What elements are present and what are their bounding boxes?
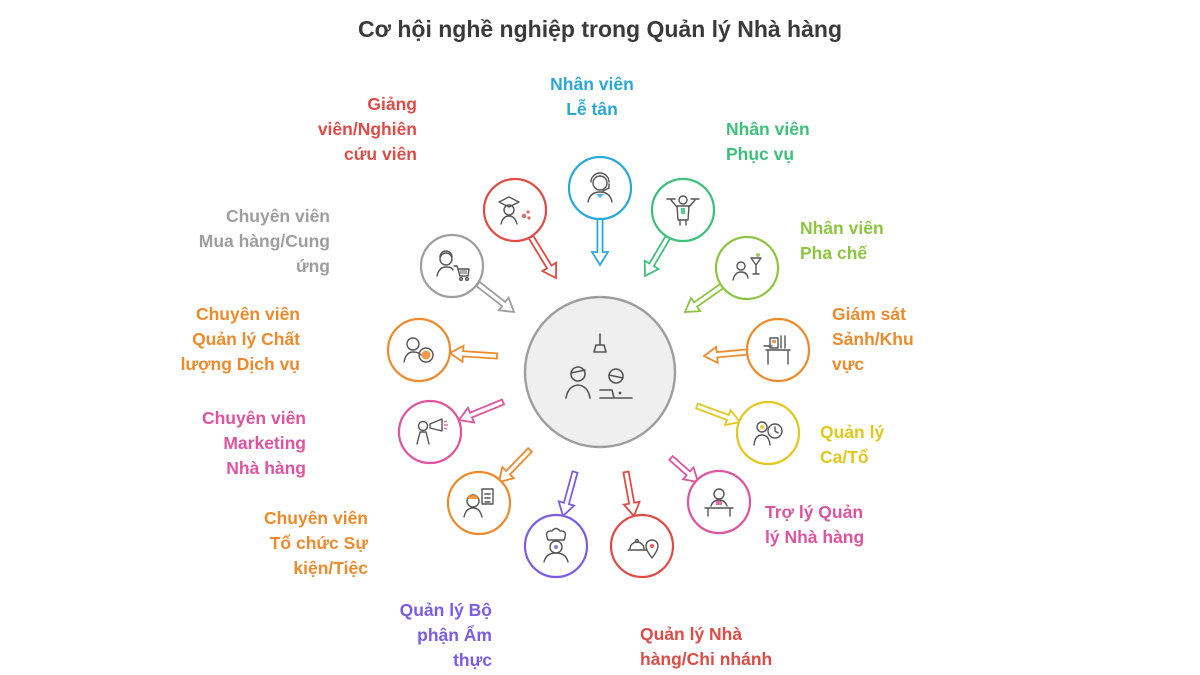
node-shift-manager xyxy=(694,400,801,466)
node-label-line: Giảng xyxy=(367,94,417,114)
node-reception xyxy=(567,155,633,267)
node-lecturer xyxy=(482,177,558,280)
node-label-line: Giám sát xyxy=(832,304,906,324)
node-label-lecturer: Giảng viên/Nghiên cứu viên xyxy=(247,92,417,167)
receptionist-headset-icon xyxy=(587,172,613,203)
node-label-line: Nhân viên xyxy=(550,74,634,94)
node-circle xyxy=(397,399,463,465)
arrow-floor-supervisor xyxy=(702,345,750,365)
node-label-reception: Nhân viên Lễ tân xyxy=(507,72,677,122)
node-service xyxy=(643,177,716,278)
node-culinary-manager xyxy=(523,470,589,579)
chef-icon xyxy=(543,527,569,563)
arrow-quality xyxy=(448,344,499,364)
node-label-line: Chuyên viên xyxy=(201,408,306,428)
node-quality xyxy=(386,317,499,383)
node-label-line: viên/Nghiên xyxy=(317,119,417,139)
node-label-line: Chuyên viên xyxy=(263,508,368,528)
arrow-marketing xyxy=(457,398,506,424)
node-label-line: Trợ lý Quản xyxy=(765,502,864,522)
arrow-service xyxy=(643,234,672,278)
cloche-location-icon xyxy=(627,538,659,559)
node-label-culinary-manager: Quản lý Bộ phận Ẩm thực xyxy=(322,598,492,673)
node-bartender xyxy=(683,235,780,313)
node-label-line: Mua hàng/Cung xyxy=(198,231,330,251)
node-label-line: Nhân viên xyxy=(800,218,884,238)
node-label-event-planner: Chuyên viên Tổ chức Sự kiện/Tiệc xyxy=(198,506,368,581)
node-label-line: Marketing xyxy=(223,433,306,453)
node-label-assistant-manager: Trợ lý Quản lý Nhà hàng xyxy=(765,500,935,550)
node-circle xyxy=(419,233,485,299)
arrow-shift-manager xyxy=(694,402,742,427)
node-circle xyxy=(482,177,548,243)
node-circle xyxy=(567,155,633,221)
arrow-culinary-manager xyxy=(557,470,579,518)
arrow-event-planner xyxy=(497,446,534,484)
page-title: Cơ hội nghề nghiệp trong Quản lý Nhà hàn… xyxy=(358,16,842,42)
node-event-planner xyxy=(446,446,534,536)
megaphone-icon xyxy=(416,418,448,445)
graduate-icon xyxy=(498,196,531,225)
node-label-line: Quản lý Bộ xyxy=(399,600,492,620)
node-label-line: Quản lý Nhà xyxy=(640,624,743,644)
shopping-cart-icon xyxy=(436,250,470,281)
node-label-line: vực xyxy=(832,354,865,374)
assistant-desk-icon xyxy=(704,488,734,517)
node-branch-manager xyxy=(609,470,675,579)
arrow-branch-manager xyxy=(622,470,641,518)
node-label-line: Sảnh/Khu xyxy=(832,329,914,349)
node-label-line: lý Nhà hàng xyxy=(765,527,865,547)
node-label-line: cứu viên xyxy=(344,144,417,164)
node-label-line: Phục vụ xyxy=(726,144,795,164)
arrow-assistant-manager xyxy=(668,454,700,484)
node-label-line: Nhân viên xyxy=(726,119,810,139)
node-label-line: ứng xyxy=(295,256,330,276)
quality-inspect-icon xyxy=(403,337,434,363)
node-label-line: Lễ tân xyxy=(566,99,618,119)
node-floor-supervisor xyxy=(702,317,811,383)
node-label-shift-manager: Quản lý Ca/Tổ xyxy=(820,420,990,470)
node-label-line: Quản lý xyxy=(820,422,885,442)
node-label-line: Chuyên viên xyxy=(225,206,330,226)
arrow-bartender xyxy=(683,282,725,313)
node-label-line: Quản lý Chất xyxy=(192,329,300,349)
node-circle xyxy=(609,513,675,579)
node-label-line: thực xyxy=(453,650,492,670)
node-label-line: hàng/Chi nhánh xyxy=(640,649,773,669)
node-assistant-manager xyxy=(668,454,752,535)
node-label-branch-manager: Quản lý Nhà hàng/Chi nhánh xyxy=(640,622,810,672)
restaurant-team-icon xyxy=(565,333,633,399)
node-purchasing xyxy=(419,233,516,314)
event-checklist-icon xyxy=(463,488,494,518)
node-label-line: Chuyên viên xyxy=(195,304,300,324)
bartender-cocktail-icon xyxy=(732,253,762,281)
node-label-line: Pha chế xyxy=(800,243,868,263)
node-label-line: lượng Dịch vụ xyxy=(180,354,300,374)
node-circle xyxy=(714,235,780,301)
node-label-line: phận Ẩm xyxy=(417,625,492,645)
shift-clock-icon xyxy=(753,421,783,446)
node-circle xyxy=(386,317,452,383)
node-marketing xyxy=(397,398,506,465)
arrow-purchasing xyxy=(475,280,516,314)
hub-node xyxy=(523,295,677,449)
node-label-line: Nhà hàng xyxy=(226,458,306,478)
hub-circle xyxy=(523,295,677,449)
node-label-line: Ca/Tổ xyxy=(820,447,869,467)
node-label-line: Tổ chức Sự xyxy=(269,533,368,553)
node-label-line: kiện/Tiệc xyxy=(293,558,368,578)
arrow-lecturer xyxy=(527,234,558,280)
waiter-icon xyxy=(666,195,700,226)
supervisor-desk-icon xyxy=(763,335,791,365)
arrow-reception xyxy=(590,215,610,267)
